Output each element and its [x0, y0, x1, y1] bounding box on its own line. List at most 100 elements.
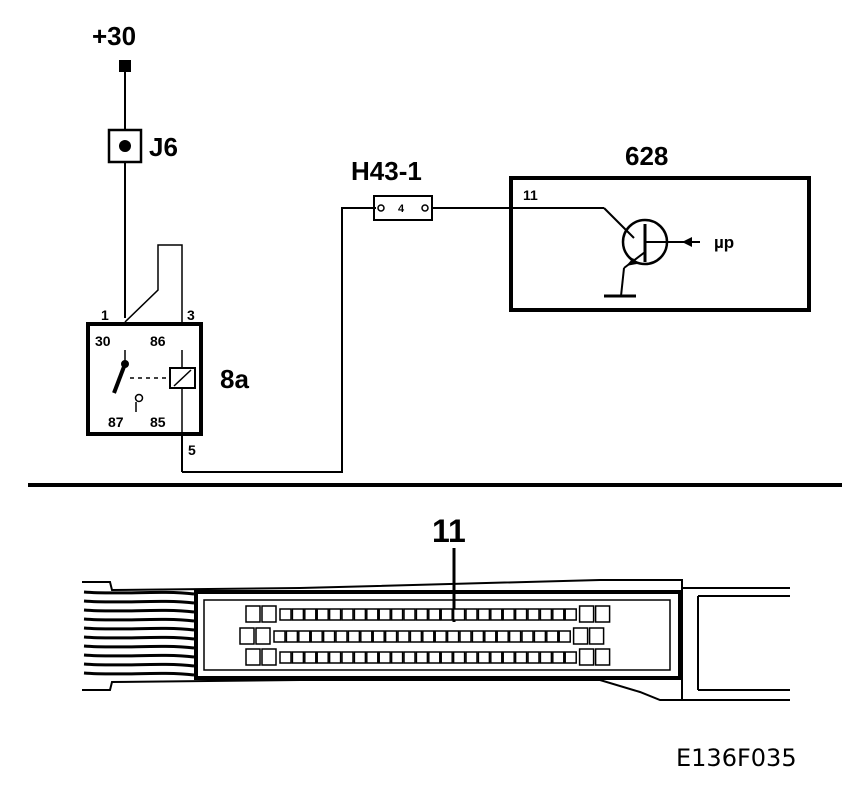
plug-contact [514, 608, 528, 621]
plug-contact [378, 651, 391, 664]
plug-contact [527, 651, 540, 664]
plug-contact [490, 608, 503, 621]
plug-contact [434, 630, 447, 643]
plug-contact [428, 608, 441, 621]
connector-contact-left [377, 204, 385, 212]
plug-cable-bundle [83, 590, 195, 677]
plug-large-contact [572, 627, 589, 645]
plug-contact [564, 651, 577, 664]
plug-contact [328, 608, 342, 621]
plug-contact [353, 608, 367, 621]
plug-contact [353, 651, 367, 664]
ecu-628-box [509, 176, 811, 312]
plug-contact [459, 630, 472, 643]
plug-large-contact [594, 648, 611, 666]
plug-contact [564, 608, 577, 621]
relay-switch-arm [112, 363, 127, 394]
ecu-plug [82, 579, 790, 701]
signal-arrow [682, 237, 692, 247]
plug-contact [546, 630, 559, 643]
plug-contact [452, 651, 466, 664]
relay-coil-mark [173, 369, 192, 387]
plug-contact [440, 651, 453, 664]
supply-label: +30 [92, 21, 136, 51]
plug-contact [409, 630, 423, 643]
plug-cable-strand [83, 599, 195, 605]
plug-contact [372, 630, 385, 643]
plug-cable-strand [83, 671, 195, 677]
ecu-pin-11: 11 [523, 187, 538, 203]
plug-contact [341, 608, 354, 621]
ecu-label: 628 [625, 141, 668, 171]
plug-cable-strand [83, 608, 195, 614]
relay-tab-outline [124, 244, 183, 323]
plug-contact [285, 630, 299, 643]
plug-contact [490, 651, 503, 664]
plug-contact [440, 608, 453, 621]
plug-contact [465, 608, 478, 621]
plug-cable-strand [83, 617, 195, 623]
plug-contact [304, 608, 317, 621]
relay-pin-3: 3 [187, 307, 195, 323]
plug-contact [310, 630, 323, 643]
relay-to-connector-wire [182, 207, 376, 473]
connector-contact-right [421, 204, 429, 212]
plug-contact [484, 630, 497, 643]
plug-contact [360, 630, 373, 643]
transistor-arrow [626, 258, 637, 266]
plug-contact [390, 608, 404, 621]
plug-contact [366, 651, 379, 664]
plug-cable-strand [83, 644, 195, 650]
plug-outline-bottom [82, 679, 790, 701]
plug-contact [552, 608, 565, 621]
relay-terminal-85: 85 [150, 414, 166, 430]
plug-contact [477, 608, 491, 621]
plug-contact [390, 651, 404, 664]
plug-large-contact [261, 648, 277, 666]
plug-large-contact [245, 648, 261, 666]
plug-contact [422, 630, 435, 643]
ecu-input-lead [603, 207, 635, 239]
plug-large-contact [578, 648, 595, 666]
figure-reference: E136F035 [676, 744, 797, 772]
plug-face-inner [203, 599, 671, 671]
plug-contact [341, 651, 354, 664]
fuse-j6-contact [119, 140, 131, 152]
relay-terminal-86: 86 [150, 333, 166, 349]
ground-lead [620, 267, 625, 297]
plug-contact [403, 608, 416, 621]
plug-contact [298, 630, 311, 643]
plug-large-contact [245, 605, 261, 623]
plug-contact [502, 651, 515, 664]
plug-contact [552, 651, 565, 664]
plug-contact [527, 608, 540, 621]
plug-cable-strand [83, 626, 195, 632]
plug-large-contact [239, 627, 255, 645]
plug-contact [279, 608, 292, 621]
connector-pin: 4 [398, 203, 405, 215]
plug-contact [328, 651, 342, 664]
plug-contact [316, 608, 329, 621]
plug-contact [403, 651, 416, 664]
plug-cable-strand [83, 635, 195, 641]
plug-contact [471, 630, 485, 643]
plug-contact [335, 630, 348, 643]
plug-contact [508, 630, 522, 643]
plug-contact [291, 651, 305, 664]
ecu-signal-label: µp [714, 233, 734, 252]
relay-terminal-30: 30 [95, 333, 111, 349]
plug-contact [533, 630, 547, 643]
relay-pin-1: 1 [101, 307, 109, 323]
plug-contact [428, 651, 441, 664]
plug-face [194, 590, 682, 680]
plug-contact [347, 630, 361, 643]
plug-pin-field [239, 605, 611, 666]
plug-contact [384, 630, 398, 643]
plug-cable-strand [83, 653, 195, 659]
plug-contact [366, 608, 379, 621]
plug-contact [397, 630, 410, 643]
plug-contact [539, 608, 553, 621]
plug-contact [446, 630, 460, 643]
relay-terminal-87: 87 [108, 414, 124, 430]
